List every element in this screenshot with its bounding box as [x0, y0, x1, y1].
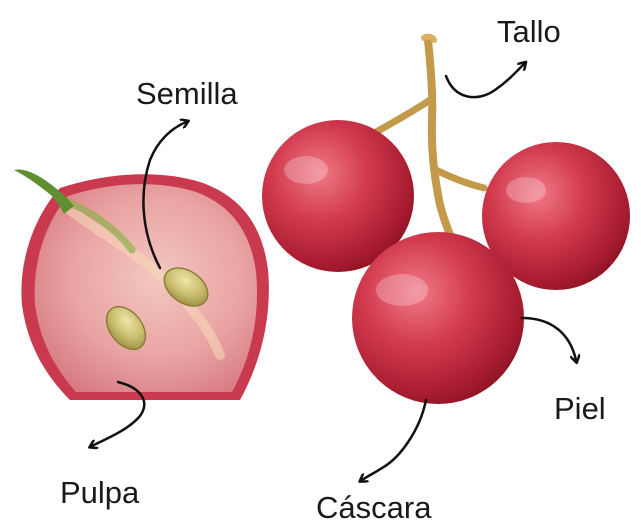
label-cascara: Cáscara [316, 492, 431, 523]
label-piel: Piel [554, 393, 606, 424]
grape-highlight [284, 156, 328, 184]
label-tallo: Tallo [497, 16, 561, 47]
grape-cluster [262, 37, 630, 404]
arrow-cascara [362, 400, 426, 480]
stem-branch-right [436, 170, 484, 188]
halved-grape-flesh [35, 184, 257, 392]
stem-branch-left [376, 100, 430, 132]
label-semilla: Semilla [136, 78, 238, 109]
grape-highlight [506, 177, 546, 203]
grape-front [352, 232, 524, 404]
arrow-piel [522, 318, 576, 360]
label-pulpa: Pulpa [60, 477, 139, 508]
stem-tip [424, 37, 434, 40]
arrow-tallo [446, 64, 524, 97]
grape-highlight [376, 274, 428, 306]
stem [428, 40, 452, 240]
halved-grape [14, 169, 269, 400]
